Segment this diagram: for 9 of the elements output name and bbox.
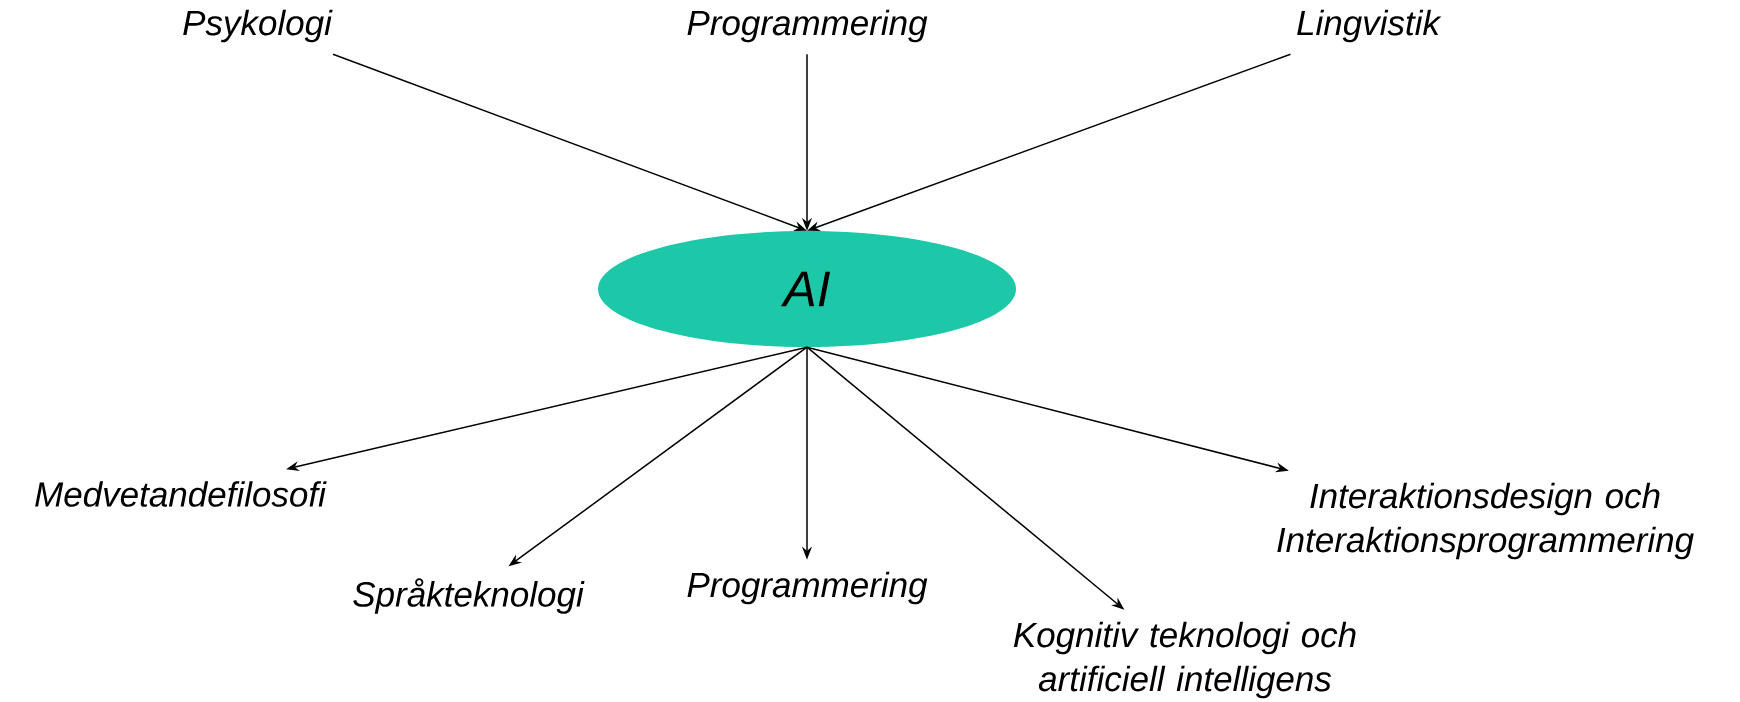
node-label: Kognitiv teknologi och artificiell intelligens <box>1013 621 1356 699</box>
node-label: Lingvistik <box>1297 9 1442 43</box>
node-label: Interaktionsdesign och Interaktionsprogrammering <box>1277 482 1694 560</box>
node-label: Psykologi <box>183 9 333 43</box>
node-label: Medvetandefilosofi <box>35 481 327 507</box>
node-label: Programmering <box>687 9 928 43</box>
node-label: Programmering <box>687 571 928 605</box>
node-label: Språkteknologi <box>353 578 585 614</box>
ellipse-node: AI <box>598 231 1016 347</box>
